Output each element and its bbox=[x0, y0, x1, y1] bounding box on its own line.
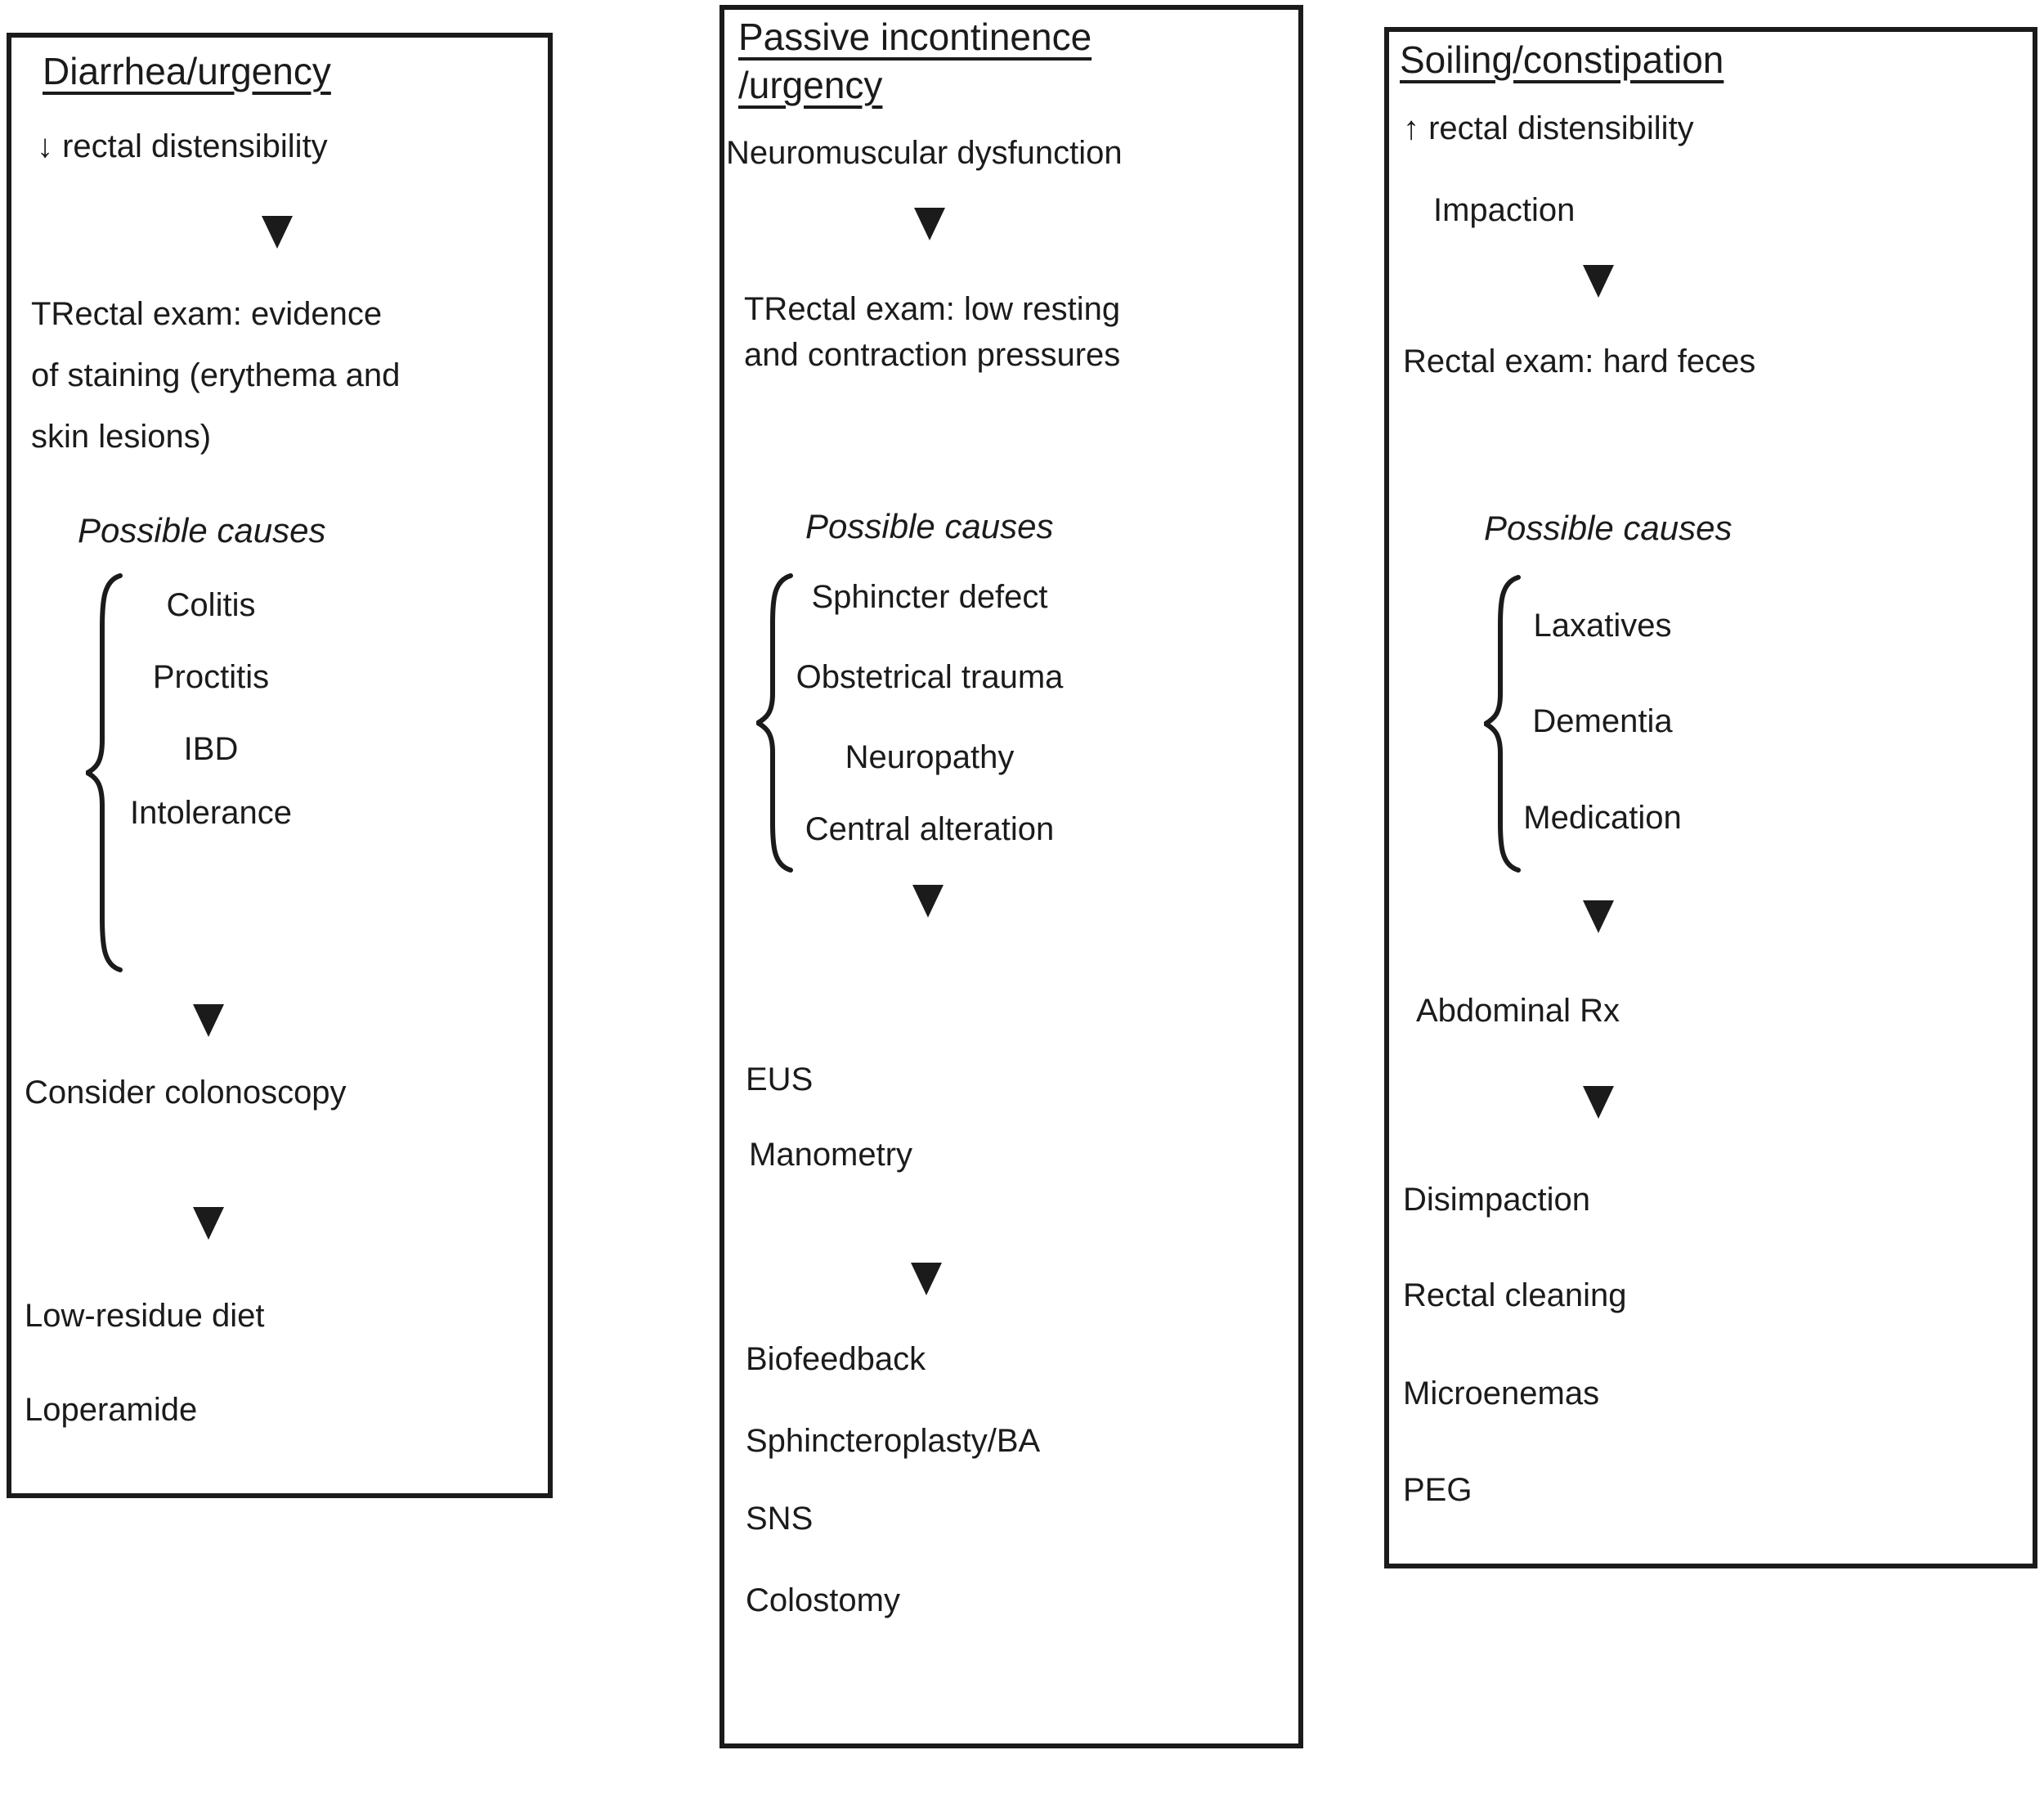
cause-item: Intolerance bbox=[130, 795, 292, 831]
panel-title-passive-incontinence: Passive incontinence /urgency bbox=[738, 16, 1092, 106]
panel-title-soiling: Soiling/constipation bbox=[1400, 38, 1724, 81]
soiling-constipation-panel bbox=[1384, 27, 2037, 1568]
arrow-down-icon bbox=[1583, 265, 1614, 298]
passive-incontinence-panel bbox=[719, 5, 1303, 1748]
treatment-item: Biofeedback bbox=[746, 1341, 926, 1377]
arrow-down-icon bbox=[193, 1004, 224, 1037]
arrow-down-icon bbox=[912, 885, 944, 918]
finding-text: Neuromuscular dysfunction bbox=[726, 135, 1123, 171]
treatment-item: Microenemas bbox=[1403, 1375, 1600, 1411]
brace-icon bbox=[1484, 575, 1521, 873]
arrow-down-icon bbox=[1583, 900, 1614, 933]
treatment-item: Loperamide bbox=[25, 1392, 198, 1428]
cause-item: Obstetrical trauma bbox=[796, 659, 1064, 695]
rectal-exam-text: Rectal exam: hard feces bbox=[1403, 343, 1756, 379]
cause-item: Sphincter defect bbox=[811, 579, 1048, 615]
treatment-item: PEG bbox=[1403, 1472, 1472, 1508]
cause-item: Laxatives bbox=[1533, 608, 1672, 644]
finding-text: ↓ rectal distensibility bbox=[37, 128, 328, 164]
treatment-item: SNS bbox=[746, 1501, 814, 1537]
possible-causes-label: Possible causes bbox=[1484, 509, 1732, 547]
cause-item: IBD bbox=[183, 731, 239, 767]
arrow-down-icon bbox=[262, 216, 293, 249]
treatment-item: Low-residue diet bbox=[25, 1298, 265, 1334]
treatment-item: Colostomy bbox=[746, 1582, 900, 1618]
panel-title-diarrhea: Diarrhea/urgency bbox=[43, 50, 331, 92]
possible-causes-label: Possible causes bbox=[78, 511, 326, 550]
arrow-down-icon bbox=[1583, 1086, 1614, 1119]
finding-text: ↑ rectal distensibility bbox=[1403, 110, 1694, 146]
treatment-item: Sphincteroplasty/BA bbox=[746, 1423, 1041, 1459]
brace-icon bbox=[86, 573, 123, 972]
action-text: Consider colonoscopy bbox=[25, 1075, 347, 1111]
test-item: EUS bbox=[746, 1061, 814, 1097]
cause-item: Medication bbox=[1523, 800, 1682, 836]
finding-text-secondary: Impaction bbox=[1433, 192, 1576, 228]
cause-item: Dementia bbox=[1532, 703, 1673, 739]
arrow-down-icon bbox=[911, 1263, 942, 1295]
action-text: Abdominal Rx bbox=[1416, 993, 1620, 1029]
cause-item: Proctitis bbox=[152, 659, 270, 695]
rectal-exam-text: TRectal exam: low resting and contractio… bbox=[744, 291, 1121, 373]
possible-causes-label: Possible causes bbox=[805, 507, 1054, 545]
brace-icon bbox=[756, 573, 793, 873]
arrow-down-icon bbox=[914, 208, 945, 240]
treatment-item: Disimpaction bbox=[1403, 1182, 1590, 1218]
test-item: Manometry bbox=[749, 1137, 913, 1173]
treatment-item: Rectal cleaning bbox=[1403, 1277, 1627, 1313]
arrow-down-icon bbox=[193, 1207, 224, 1240]
cause-item: Colitis bbox=[166, 587, 256, 623]
rectal-exam-text: TRectal exam: evidence of staining (eryt… bbox=[31, 296, 401, 455]
cause-item: Central alteration bbox=[805, 811, 1055, 847]
cause-item: Neuropathy bbox=[845, 739, 1015, 775]
